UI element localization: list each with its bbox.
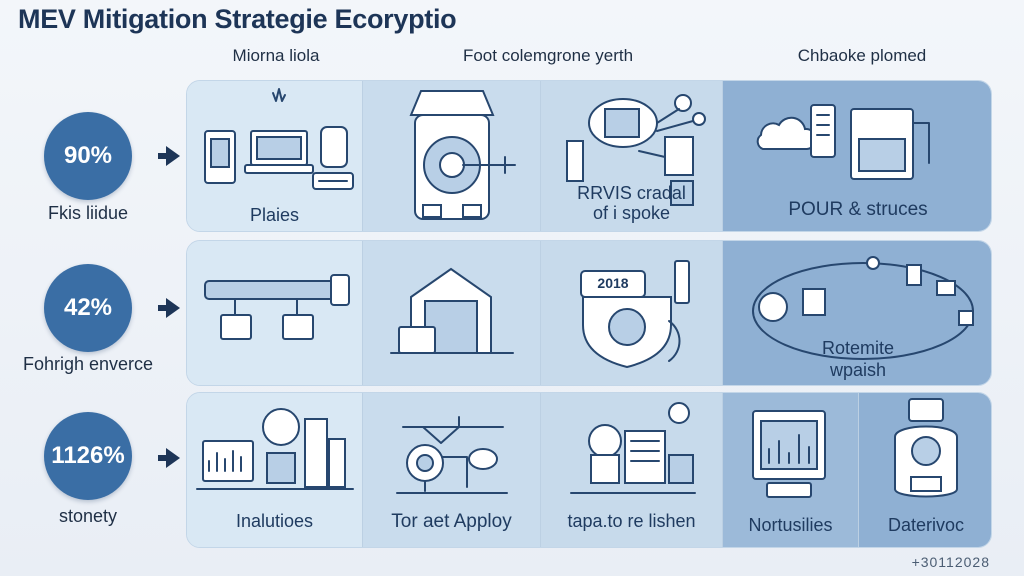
arrow-right-icon bbox=[158, 146, 180, 166]
cell-pipeline bbox=[187, 241, 363, 385]
row-panel-3: Inalutioes Tor aet Apploy tapa.to re lis… bbox=[186, 392, 992, 548]
cell-label: Nortusilies bbox=[748, 515, 833, 535]
percent-circle-3: 1126% bbox=[44, 412, 132, 500]
cell-plaies: Plaies bbox=[187, 81, 363, 231]
pipeline-icon bbox=[204, 274, 350, 340]
badge-year: 2018 bbox=[597, 275, 629, 291]
cell-lab: Inalutioes bbox=[187, 393, 363, 547]
network-loop-icon bbox=[752, 256, 974, 360]
cell-label: POUR & struces bbox=[788, 199, 928, 220]
cell-document-network: RRVIS cradal of i spoke bbox=[541, 81, 723, 231]
cell-label: Plaies bbox=[249, 205, 300, 225]
cell-robot: Daterivoc bbox=[859, 393, 991, 547]
cell-monitor-chart: Nortusilies bbox=[723, 393, 859, 547]
server-cloud-icon bbox=[756, 104, 930, 180]
percent-circle-1: 90% bbox=[44, 112, 132, 200]
column-header-3: Chbaoke plomed bbox=[797, 46, 927, 65]
footer-code: +30112028 bbox=[911, 554, 990, 570]
column-header-2: Foot colemgrone yerth bbox=[462, 46, 634, 65]
devices-icon bbox=[204, 88, 354, 190]
row-label-1: Fkis liidue bbox=[47, 203, 129, 223]
cell-label: Rotemite wpaish bbox=[821, 338, 895, 380]
cell-warehouse bbox=[363, 241, 541, 385]
document-network-icon bbox=[566, 94, 706, 206]
cell-network-loop: Rotemite wpaish bbox=[723, 241, 991, 385]
warehouse-icon bbox=[390, 267, 514, 354]
row-panel-2: 2018 Rotemite wpaish bbox=[186, 240, 992, 386]
cell-server-cloud: POUR & struces bbox=[723, 81, 991, 231]
arrow-right-icon bbox=[158, 448, 180, 468]
cell-label: Daterivoc bbox=[887, 515, 965, 535]
page-title: MEV Mitigation Strategie Ecoryptio bbox=[18, 4, 457, 34]
monitor-chart-icon bbox=[752, 410, 826, 498]
cell-label: RRVIS cradal of i spoke bbox=[577, 183, 686, 223]
cell-worker-desk: tapa.to re lishen bbox=[541, 393, 723, 547]
percent-circle-2: 42% bbox=[44, 264, 132, 352]
column-header-1: Miorna liola bbox=[232, 46, 320, 65]
worker-desk-icon bbox=[570, 402, 696, 494]
row-label-3: stonety bbox=[58, 506, 118, 526]
row-label-2: Fohrigh enverce bbox=[22, 354, 154, 374]
robot-icon bbox=[894, 398, 958, 498]
shield-badge-icon bbox=[580, 260, 690, 369]
cell-vault bbox=[363, 81, 541, 231]
cell-shield: 2018 bbox=[541, 241, 723, 385]
cell-target: Tor aet Apploy bbox=[363, 393, 541, 547]
target-icon bbox=[396, 416, 508, 494]
cell-label: Tor aet Apploy bbox=[391, 511, 512, 532]
row-panel-1: Plaies RRVIS cradal of i spoke bbox=[186, 80, 992, 232]
cell-label: tapa.to re lishen bbox=[567, 511, 696, 531]
lab-equipment-icon bbox=[196, 408, 354, 490]
cell-label: Inalutioes bbox=[235, 511, 314, 531]
arrow-right-icon bbox=[158, 298, 180, 318]
safe-vault-icon bbox=[409, 90, 516, 220]
